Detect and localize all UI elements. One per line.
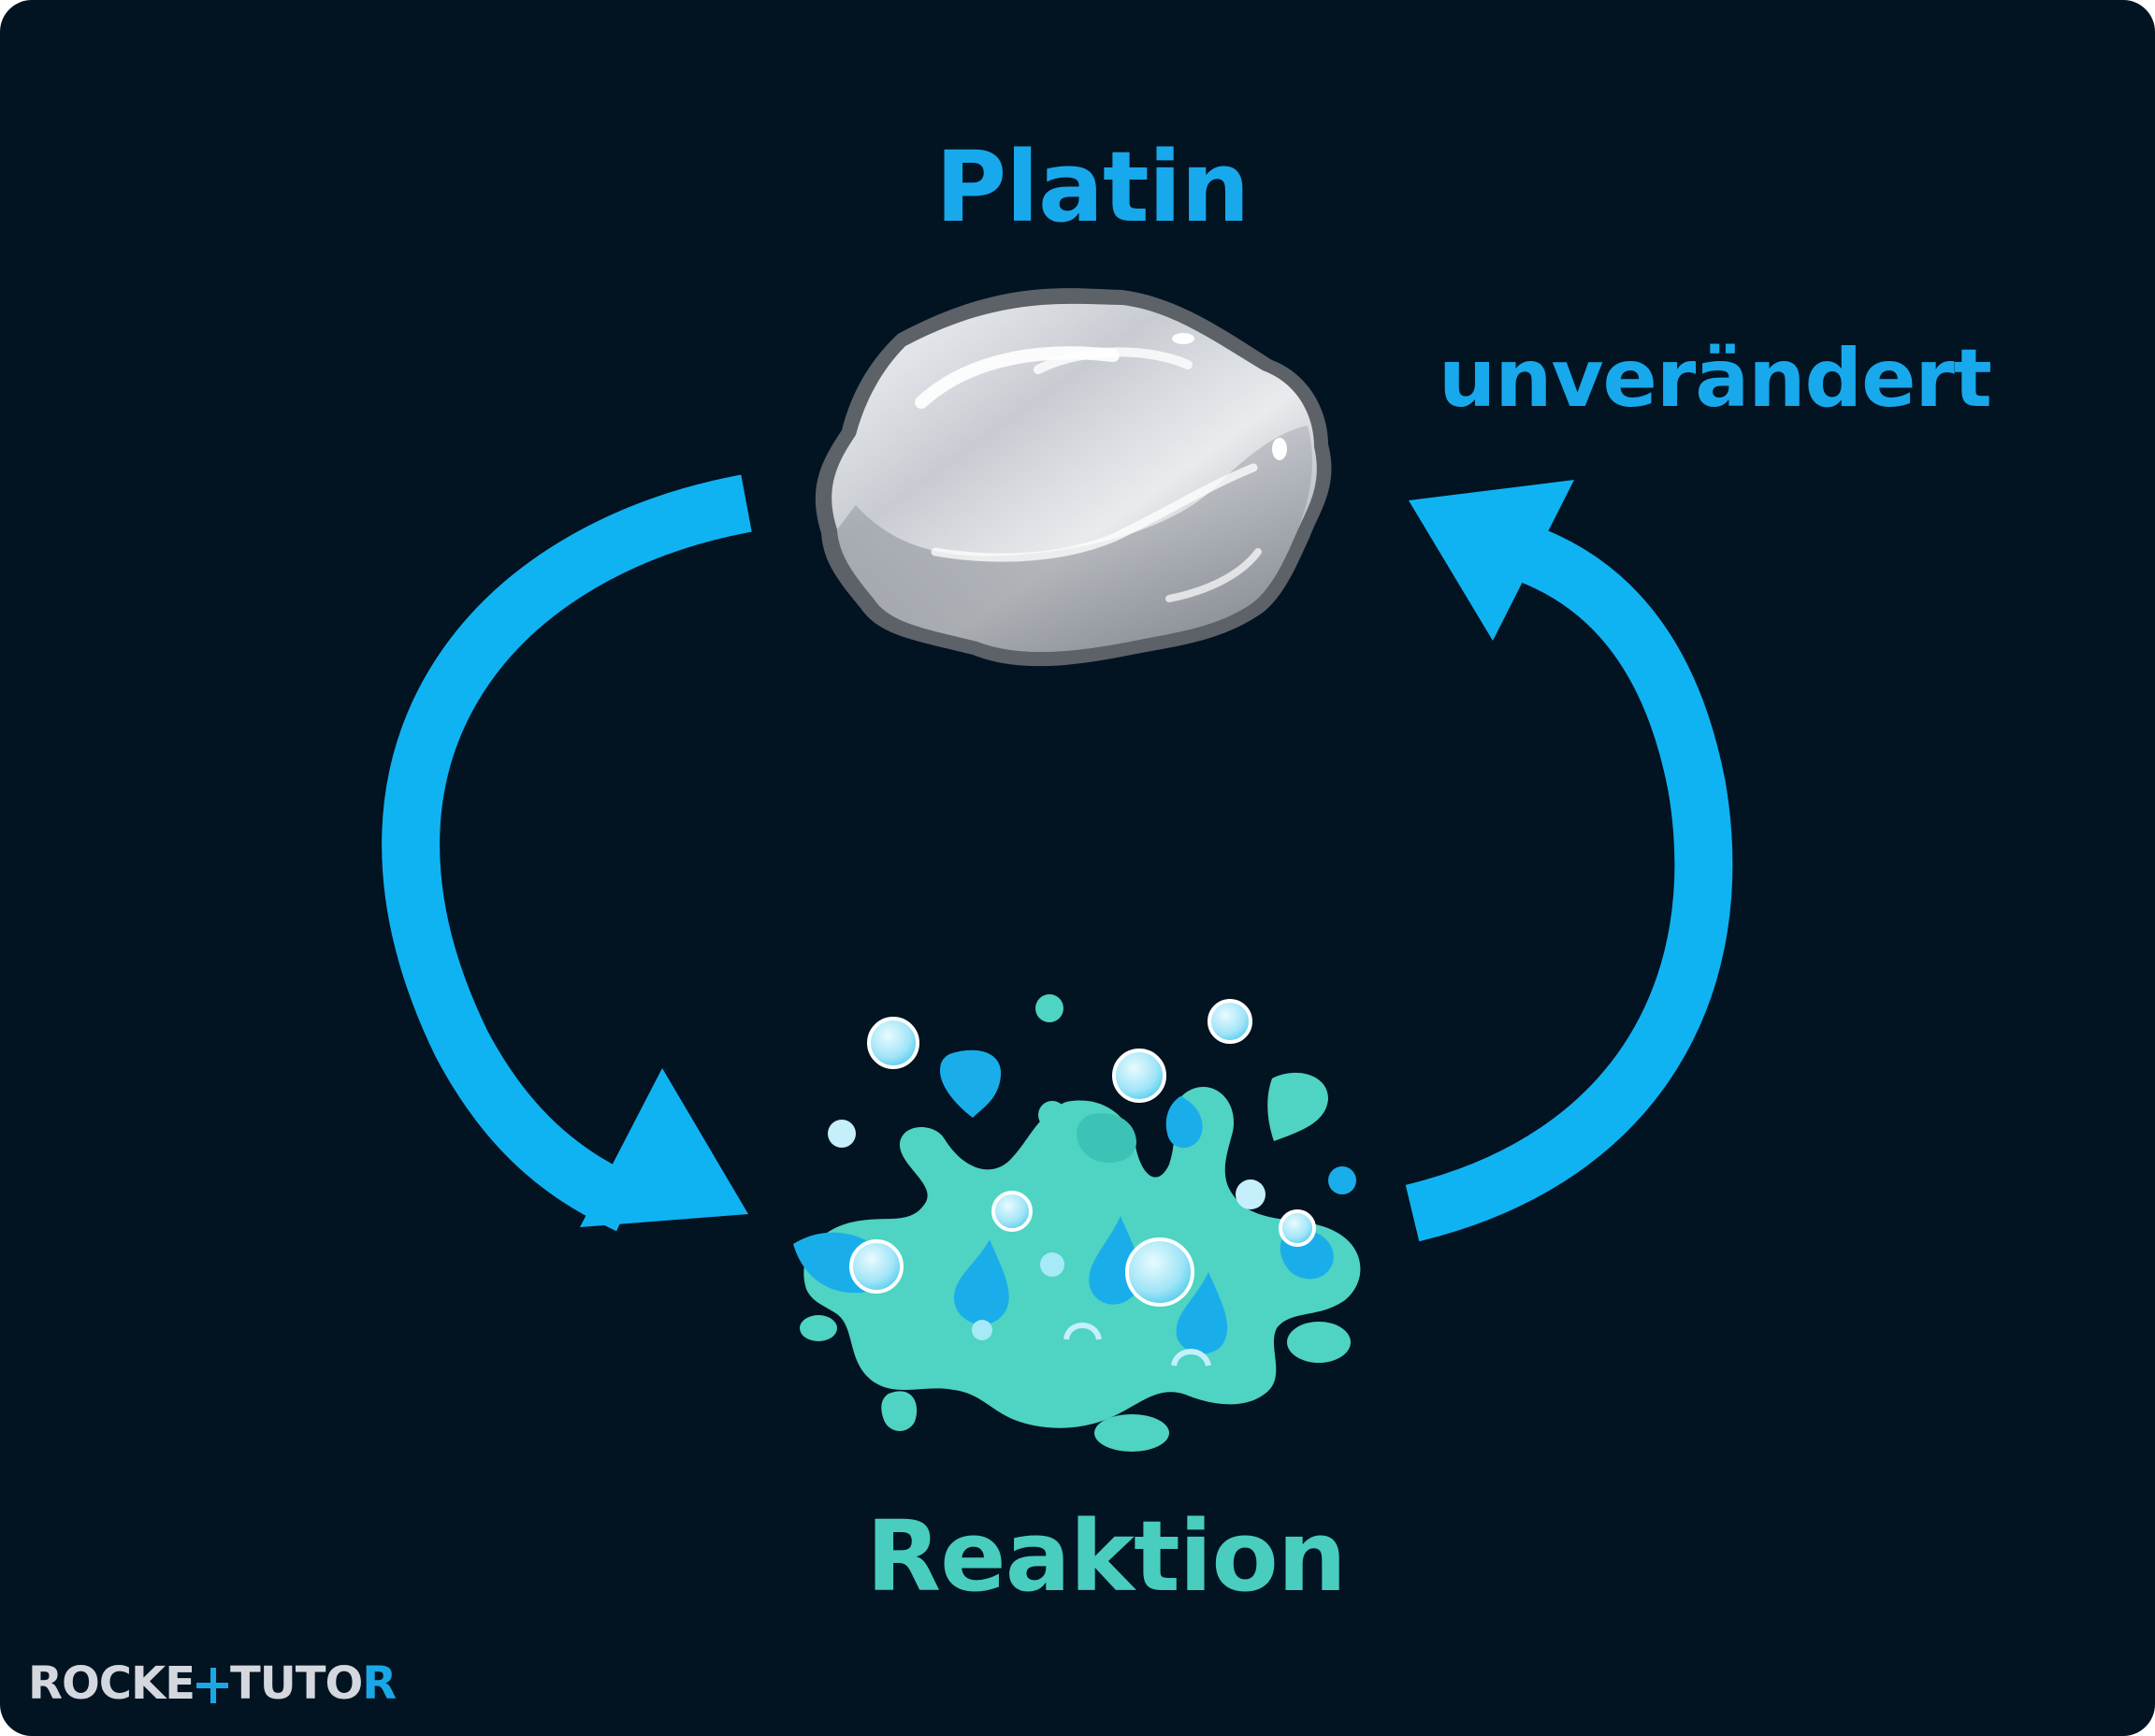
logo-last-letter: R	[362, 1657, 397, 1710]
logo-text-right: TUTO	[229, 1657, 363, 1710]
left-cycle-arrow	[382, 474, 752, 1232]
label-reaction: Reaktion	[866, 1499, 1347, 1613]
platinum-nugget-icon	[815, 288, 1332, 667]
logo-text-left: ROCKE	[28, 1657, 195, 1710]
label-platinum: Platin	[935, 130, 1250, 244]
logo-plus-icon	[195, 1665, 228, 1703]
label-unchanged: unverändert	[1439, 332, 1992, 426]
liquid-splash-bubbles-icon	[793, 994, 1361, 1452]
right-cycle-arrow	[1405, 480, 1733, 1242]
